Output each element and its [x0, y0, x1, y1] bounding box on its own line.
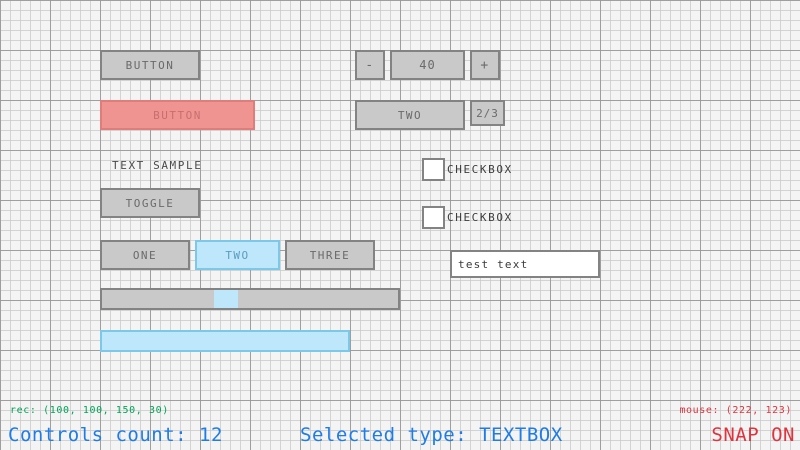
spinner-value: 40: [419, 58, 436, 72]
controls-count-info: Controls count: 12: [8, 424, 223, 446]
spinner-increment-label: +: [480, 57, 490, 73]
snap-state-info: SNAP ON: [711, 424, 795, 446]
checkbox-row-2[interactable]: CHECKBOX: [422, 206, 513, 229]
button-danger[interactable]: BUTTON: [100, 100, 255, 130]
spinner-value-field[interactable]: 40: [390, 50, 465, 80]
toggle-group-item-two[interactable]: TWO: [195, 240, 280, 270]
checkbox-2[interactable]: [422, 206, 445, 229]
dropdown-page-indicator-label: 2/3: [476, 106, 499, 120]
dropdown-selected-label: TWO: [397, 108, 423, 122]
checkbox-2-label: CHECKBOX: [447, 211, 513, 224]
toggle-group-item-two-label: TWO: [225, 248, 250, 262]
slider-handle[interactable]: [214, 290, 238, 308]
spinner-decrement-label: -: [365, 57, 375, 73]
checkbox-row-1[interactable]: CHECKBOX: [422, 158, 513, 181]
rec-info: rec: (100, 100, 150, 30): [10, 405, 169, 416]
toggle-group-item-three-label: THREE: [309, 248, 351, 262]
dropdown-page-indicator[interactable]: 2/3: [470, 100, 505, 126]
toggle-button-label: TOGGLE: [125, 196, 175, 210]
button-danger-label: BUTTON: [153, 108, 202, 122]
spinner-decrement-button[interactable]: -: [355, 50, 385, 80]
mouse-position-info: mouse: (222, 123): [679, 405, 792, 416]
textbox-value: test text: [458, 257, 529, 271]
button-normal[interactable]: BUTTON: [100, 50, 200, 80]
text-sample-label: TEXT SAMPLE: [112, 158, 203, 172]
textbox[interactable]: test text: [450, 250, 600, 278]
slider[interactable]: [100, 288, 400, 310]
toggle-button[interactable]: TOGGLE: [100, 188, 200, 218]
checkbox-1-label: CHECKBOX: [447, 163, 513, 176]
button-normal-label: BUTTON: [125, 58, 175, 72]
toggle-group-item-three[interactable]: THREE: [285, 240, 375, 270]
progress-bar[interactable]: [100, 330, 350, 352]
selected-type-info: Selected type: TEXTBOX: [300, 424, 563, 446]
checkbox-1[interactable]: [422, 158, 445, 181]
toggle-group-item-one-label: ONE: [132, 248, 158, 262]
spinner-increment-button[interactable]: +: [470, 50, 500, 80]
dropdown-box[interactable]: TWO: [355, 100, 465, 130]
toggle-group-item-one[interactable]: ONE: [100, 240, 190, 270]
